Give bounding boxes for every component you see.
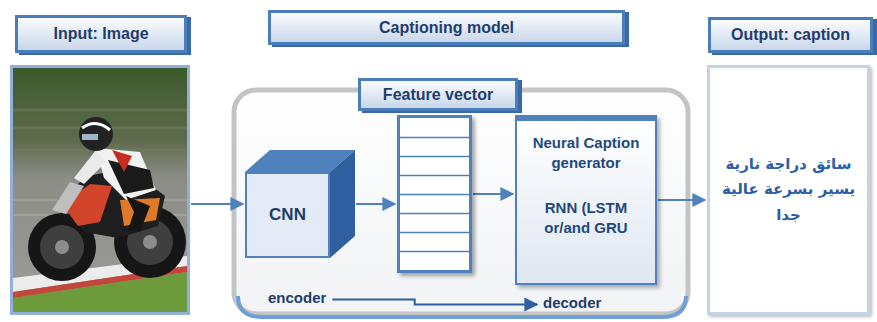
vector-cell-line bbox=[400, 251, 469, 253]
vector-cell-line bbox=[400, 175, 469, 177]
vector-cell-line bbox=[400, 194, 469, 196]
input-heading: Input: Image bbox=[15, 15, 187, 53]
image-panel: Input: Image bbox=[10, 65, 190, 315]
encoder-decoder-arrow bbox=[332, 300, 537, 305]
generator-title: Neural Caption generator bbox=[532, 133, 640, 174]
vector-cell-line bbox=[400, 213, 469, 215]
flow-arrow bbox=[473, 193, 513, 195]
cube-side bbox=[330, 150, 355, 258]
flow-arrow bbox=[191, 203, 243, 205]
model-heading: Captioning model bbox=[268, 10, 625, 45]
output-caption-panel: Output: captionسائق دراجة نارية يسير بسر… bbox=[707, 65, 870, 315]
motorcycle-photo bbox=[13, 68, 187, 312]
cnn-cube: CNN bbox=[245, 150, 355, 258]
cube-shape bbox=[245, 150, 355, 258]
cube-front bbox=[246, 173, 329, 257]
feature-vector-heading: Feature vector bbox=[358, 78, 518, 111]
flow-arrow bbox=[356, 203, 395, 205]
caption-generator-box: Neural Caption generatorRNN (LSTM or/and… bbox=[515, 115, 657, 285]
cnn-label: CNN bbox=[245, 172, 330, 258]
captioning-region-shape bbox=[234, 90, 688, 317]
vector-cells bbox=[400, 118, 469, 270]
stage-label: encoder bbox=[268, 289, 326, 306]
output-heading: Output: caption bbox=[708, 17, 873, 53]
stage-label: decoder bbox=[543, 294, 601, 311]
flow-arrow bbox=[658, 199, 705, 201]
generator-type: RNN (LSTM or/and GRU bbox=[532, 198, 640, 239]
arabic-caption: سائق دراجة نارية يسير بسرعة عالية جدا bbox=[720, 152, 857, 229]
vector-cell-line bbox=[400, 156, 469, 158]
feature-vector-stack: Feature vector bbox=[397, 115, 472, 273]
captioning-model-region: Captioning modelCNNFeature vectorNeural … bbox=[232, 88, 690, 316]
vector-cell-line bbox=[400, 232, 469, 234]
vector-cell-line bbox=[400, 137, 469, 139]
